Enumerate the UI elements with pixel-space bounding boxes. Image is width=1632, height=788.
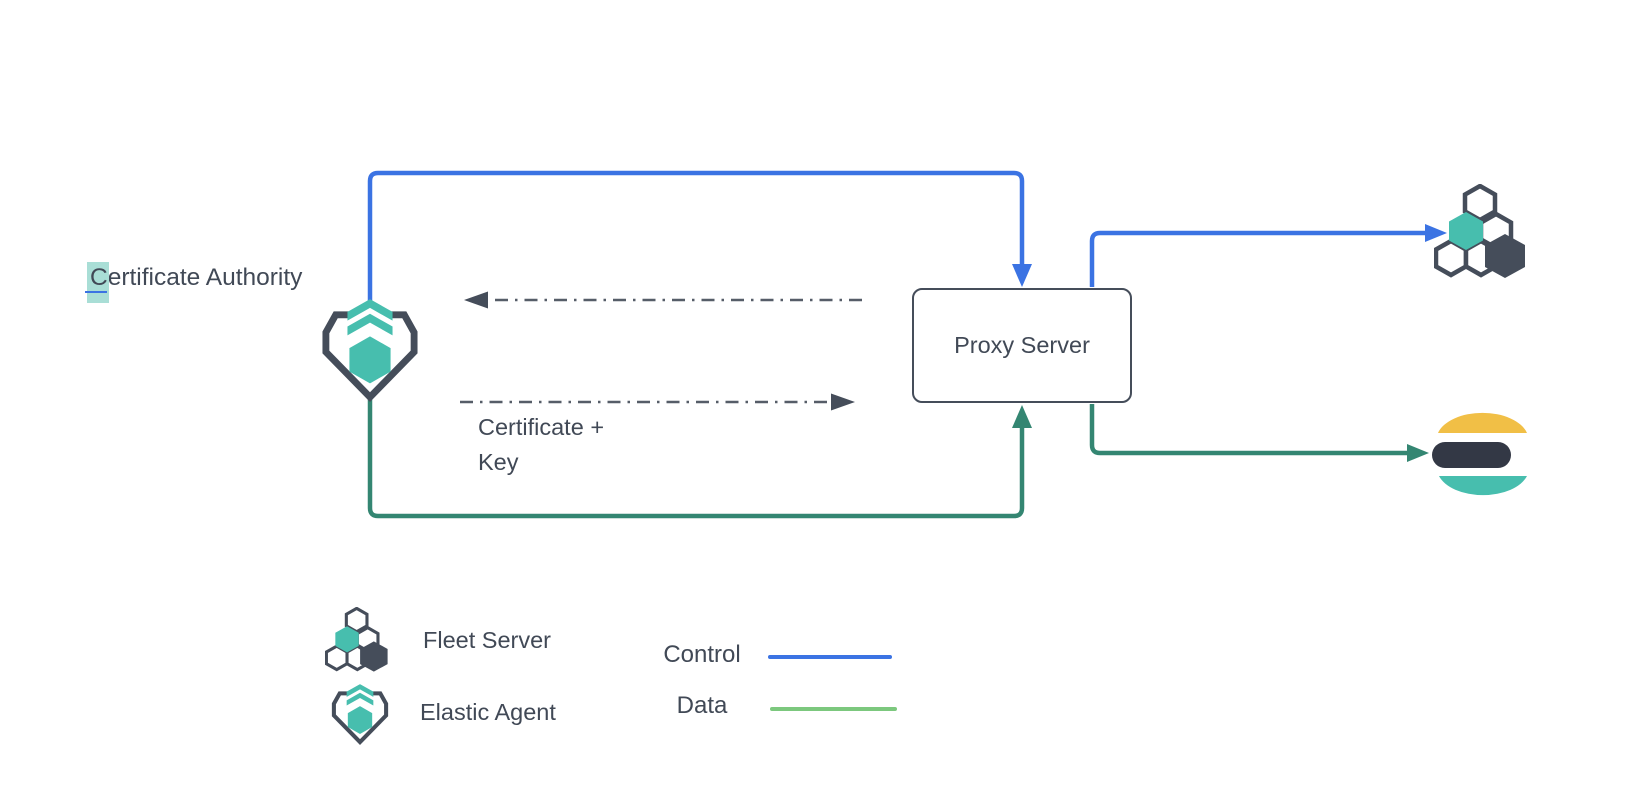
elasticsearch-node[interactable] xyxy=(1430,402,1530,502)
selected-character-highlight: C xyxy=(87,262,109,303)
certificate-key-line2: Key xyxy=(478,449,519,475)
legend-item-fleet-server[interactable] xyxy=(325,607,389,673)
fleet-server-icon xyxy=(1434,184,1527,280)
dashed-connector-proxy-to-agent[interactable] xyxy=(464,291,862,309)
data-line xyxy=(1089,404,1407,456)
proxy-server-node[interactable]: Proxy Server xyxy=(912,288,1132,403)
elasticsearch-logo xyxy=(1432,412,1527,496)
certificate-authority-text: ertificate Authority xyxy=(107,264,303,291)
legend-elastic-agent-label[interactable]: Elastic Agent xyxy=(420,699,556,725)
arrowhead-right-icon xyxy=(831,393,855,411)
elastic-agent-icon xyxy=(331,684,389,748)
legend-item-elastic-agent[interactable] xyxy=(331,684,389,748)
control-line xyxy=(367,170,1025,301)
dashed-connector-agent-to-proxy[interactable] xyxy=(460,393,855,411)
legend-data-line-swatch[interactable] xyxy=(770,707,897,711)
control-line xyxy=(1089,230,1425,287)
arrowhead-up-icon xyxy=(1012,405,1032,428)
arrowhead-right-icon xyxy=(1407,444,1429,462)
data-connector-proxy-to-elasticsearch[interactable] xyxy=(1089,404,1429,462)
certificate-authority-label[interactable]: Certificate Authority xyxy=(87,262,303,303)
elastic-agent-node[interactable] xyxy=(321,299,419,407)
fleet-server-icon xyxy=(325,607,389,673)
legend-control-label[interactable]: Control xyxy=(663,641,741,668)
arrowhead-right-icon xyxy=(1425,224,1447,242)
legend-data-label[interactable]: Data xyxy=(676,692,728,719)
elastic-agent-icon xyxy=(321,299,419,407)
proxy-server-label: Proxy Server xyxy=(954,332,1090,358)
data-line xyxy=(367,397,1025,519)
arrowhead-left-icon xyxy=(464,291,488,309)
legend-control-line-swatch[interactable] xyxy=(768,655,892,659)
control-connector-proxy-to-fleet[interactable] xyxy=(1089,224,1447,287)
arrowhead-down-icon xyxy=(1012,264,1032,287)
data-connector-agent-to-proxy[interactable] xyxy=(367,397,1032,519)
control-connector-agent-to-proxy[interactable] xyxy=(367,170,1032,301)
certificate-key-line1: Certificate + xyxy=(478,414,605,440)
legend-fleet-server-label[interactable]: Fleet Server xyxy=(423,627,551,653)
fleet-server-node[interactable] xyxy=(1434,184,1527,280)
certificate-key-label[interactable]: Certificate + Key xyxy=(478,410,604,480)
